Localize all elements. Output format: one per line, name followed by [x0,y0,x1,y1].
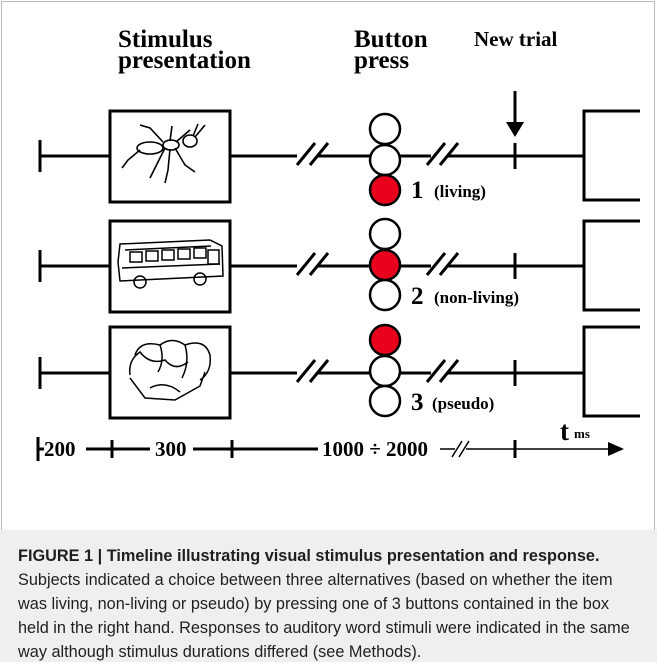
response-button [368,217,402,251]
caption-title: FIGURE 1 | Timeline illustrating visual … [18,547,600,565]
pressed-response-button [368,173,402,207]
stimulus-heading-line1: Stimulus [118,26,213,53]
time-break-marks [425,142,460,166]
choice-number: 3 [411,389,424,416]
response-button [368,112,402,146]
time-break-marks [425,252,460,276]
choice-label: (pseudo) [432,394,494,413]
axis-label-t: t [560,416,569,446]
time-break-marks [295,252,330,276]
figure-caption: FIGURE 1 | Timeline illustrating visual … [0,530,657,662]
time-break-marks [425,359,460,383]
trial-row-non-living: 2 (non-living) [38,217,640,314]
trial-row-pseudo: 3 (pseudo) [38,323,640,420]
button-heading-line2: press [354,47,409,74]
ant-drawing [121,123,206,184]
axis-unit-ms: ms [574,426,590,441]
trial-row-living: 1 (living) [38,109,640,207]
response-button [368,354,402,388]
time-break-marks [295,142,330,166]
timescale-axis: 200 300 1000 ÷ 2000 t ms [36,416,624,461]
choice-label: (non-living) [434,288,519,307]
timeline-diagram: Stimulus presentation Button press New t… [36,26,640,461]
button-heading-line1: Button [354,26,428,53]
response-button [368,278,402,312]
new-trial-heading: New trial [474,27,558,51]
duration-300: 300 [155,437,187,461]
duration-200: 200 [44,437,76,461]
choice-number: 2 [411,283,424,310]
pseudo-object-drawing [128,339,212,401]
bus-drawing [117,239,224,289]
duration-1000-2000: 1000 ÷ 2000 [322,437,428,461]
choice-label: (living) [434,182,486,201]
new-trial-arrow [506,91,524,137]
pressed-response-button [368,323,402,357]
caption-body: Subjects indicated a choice between thre… [18,571,630,661]
time-break-marks [295,359,330,383]
choice-number: 1 [411,177,424,204]
stimulus-heading-line2: presentation [118,47,251,74]
response-button [368,384,402,418]
response-button [368,143,402,177]
pressed-response-button [368,248,402,282]
